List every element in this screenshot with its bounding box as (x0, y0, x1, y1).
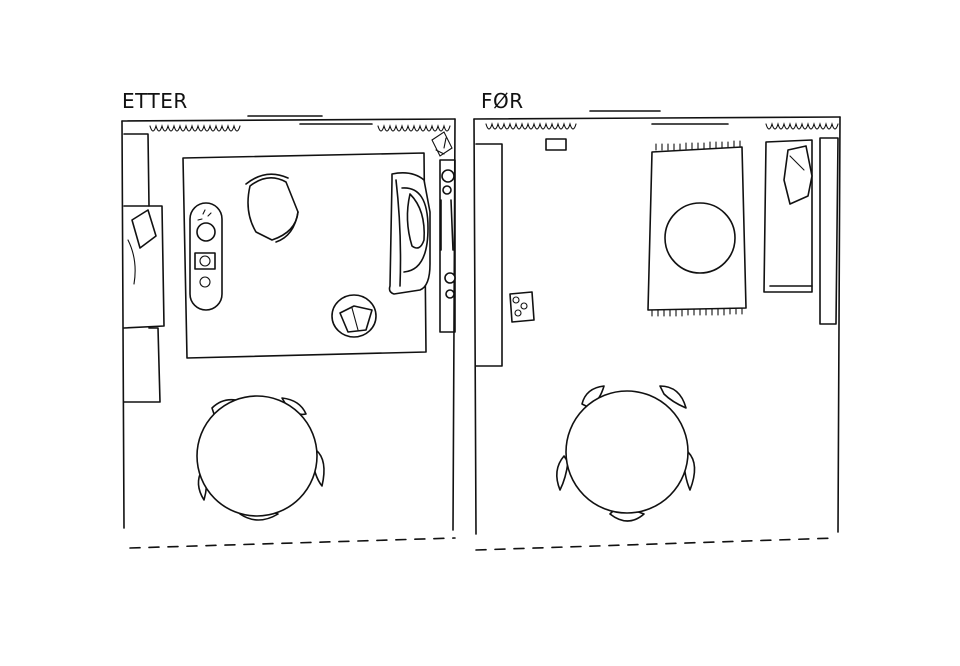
after-side-table (332, 295, 376, 337)
after-coffee-table (190, 203, 222, 310)
plan-before-label: FØR (481, 89, 524, 113)
after-wall-top (122, 119, 455, 121)
after-door-dashed (130, 538, 455, 548)
after-right-shelf (432, 132, 455, 332)
after-sofa (390, 173, 431, 294)
before-right-cabinet (820, 138, 838, 324)
before-wall-right (838, 117, 840, 532)
after-wall-left (122, 121, 124, 528)
before-door-dashed (476, 538, 836, 550)
after-radiator-left (150, 124, 240, 134)
after-armchair (246, 174, 298, 242)
after-wall-lines (248, 116, 372, 124)
after-rug (183, 153, 426, 358)
before-sofa (764, 140, 812, 292)
before-dining-table (557, 386, 695, 521)
before-small-table (510, 292, 534, 322)
before-wall-lines (590, 111, 728, 124)
before-wall-left (474, 119, 476, 534)
plan-before (474, 111, 840, 550)
before-radiator-right (766, 124, 838, 129)
after-left-cabinet (124, 134, 164, 402)
before-rug (648, 141, 746, 316)
before-wall-top (474, 117, 840, 119)
before-wall-picture (546, 139, 566, 150)
before-round-coffee-table (665, 203, 735, 273)
after-radiator-right (378, 126, 450, 131)
after-dining-table (197, 396, 324, 520)
before-left-cabinet (476, 144, 502, 366)
plan-after-label: ETTER (122, 89, 188, 113)
before-radiator-left (486, 124, 576, 129)
plan-after (122, 116, 455, 548)
